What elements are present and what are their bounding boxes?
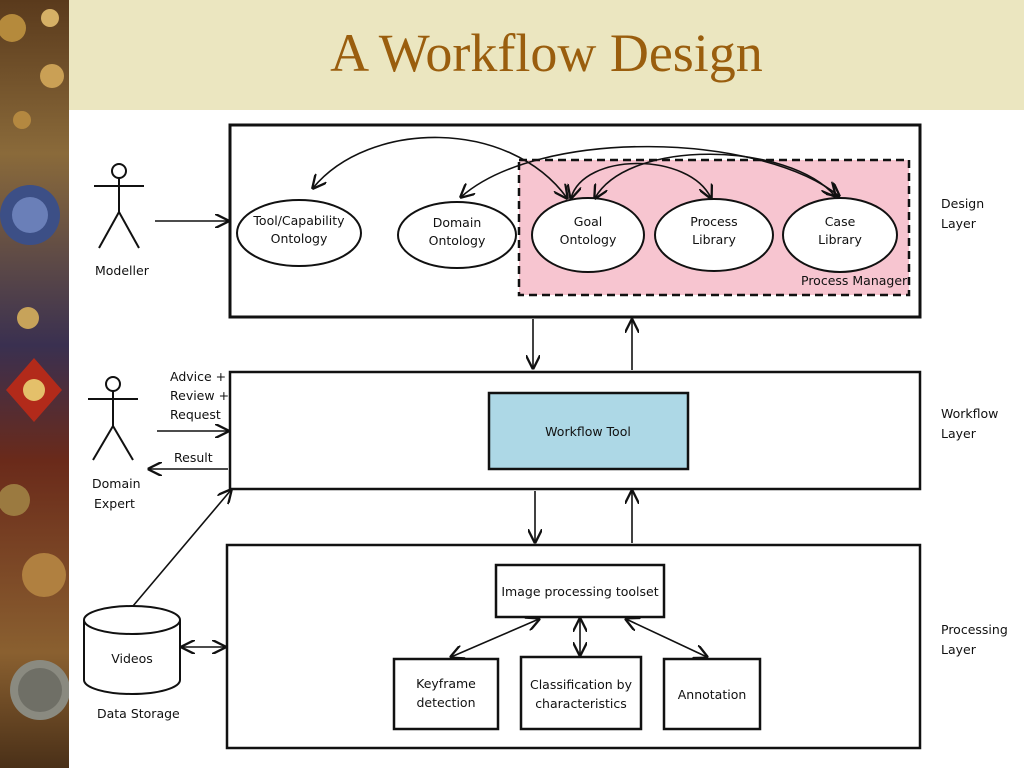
svg-text:Goal: Goal <box>574 214 602 229</box>
svg-text:detection: detection <box>416 695 475 710</box>
data-storage-cylinder-icon <box>83 605 181 695</box>
videos-label: Videos <box>111 651 153 666</box>
domain-expert-label: Domain <box>92 476 141 491</box>
process-manager-label: Process Manager <box>801 273 908 288</box>
result-label: Result <box>174 450 213 465</box>
svg-text:Ontology: Ontology <box>271 231 328 246</box>
goal-ontology-node: Goal Ontology <box>531 197 645 273</box>
design-layer-label: Design <box>941 196 984 211</box>
svg-text:Ontology: Ontology <box>560 232 617 247</box>
svg-text:Library: Library <box>818 232 862 247</box>
svg-text:Keyframe: Keyframe <box>416 676 476 691</box>
annotation-label: Annotation <box>678 687 747 702</box>
annotation-box <box>662 657 762 731</box>
classification-box <box>519 655 643 731</box>
svg-text:Library: Library <box>692 232 736 247</box>
workflow-diagram: Modeller Process Manager Tool/Capability… <box>83 123 1008 750</box>
svg-text:Classification by: Classification by <box>530 677 633 692</box>
decorative-sidebar-image <box>0 0 69 768</box>
svg-text:Tool/Capability: Tool/Capability <box>252 213 345 228</box>
svg-text:Layer: Layer <box>941 426 977 441</box>
svg-text:Process: Process <box>690 214 737 229</box>
slide-title: A Workflow Design <box>330 23 763 83</box>
image-processing-toolset-box <box>494 563 666 619</box>
storage-to-workflow-arrow <box>132 490 231 607</box>
domain-expert-actor-icon <box>88 376 138 461</box>
svg-text:characteristics: characteristics <box>535 696 627 711</box>
design-layer-arrows <box>313 136 839 198</box>
svg-text:Domain: Domain <box>433 215 482 230</box>
svg-text:Case: Case <box>825 214 856 229</box>
image-processing-toolset-label: Image processing toolset <box>501 584 658 599</box>
request-label: Request <box>170 407 221 422</box>
workflow-layer-label: Workflow <box>941 406 998 421</box>
modeller-actor-icon <box>94 163 144 249</box>
workflow-tool-label: Workflow Tool <box>545 424 631 439</box>
workflow-tool-box <box>487 391 690 471</box>
modeller-label: Modeller <box>95 263 150 278</box>
svg-text:Expert: Expert <box>94 496 135 511</box>
advice-label: Advice + <box>170 369 226 384</box>
data-storage-label: Data Storage <box>97 706 180 721</box>
svg-text:Layer: Layer <box>941 216 977 231</box>
svg-text:Layer: Layer <box>941 642 977 657</box>
processing-arrows <box>451 619 707 657</box>
process-library-node: Process Library <box>654 198 774 272</box>
review-label: Review + <box>170 388 229 403</box>
domain-ontology-node: Domain Ontology <box>397 201 517 269</box>
tool-capability-ontology-node: Tool/Capability Ontology <box>236 199 362 267</box>
case-library-node: Case Library <box>782 197 898 273</box>
processing-layer-label: Processing <box>941 622 1008 637</box>
keyframe-detection-box <box>392 657 500 731</box>
svg-text:Ontology: Ontology <box>429 233 486 248</box>
title-band: A Workflow Design <box>69 0 1024 110</box>
